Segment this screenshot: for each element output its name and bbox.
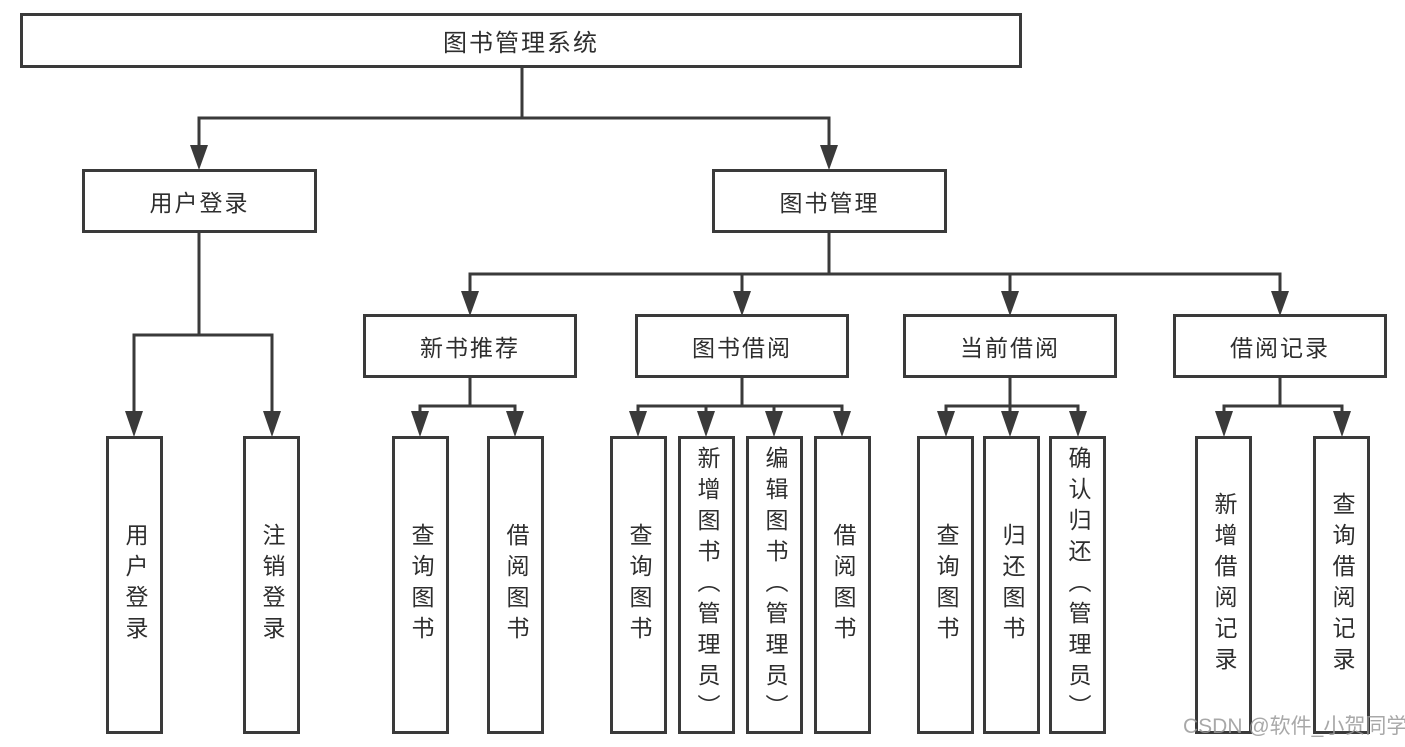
leaf-label: 确认归还（管理员） — [1065, 445, 1091, 725]
arrowheads — [125, 145, 1351, 437]
node-new-book-recommend: 新书推荐 — [363, 314, 577, 378]
leaf-borrow-books-recommend: 借阅图书 — [487, 436, 544, 734]
leaf-user-login: 用户登录 — [106, 436, 163, 734]
leaf-label: 新增借阅记录 — [1211, 492, 1237, 678]
leaf-label: 借阅图书 — [830, 523, 856, 647]
leaf-borrow-books: 借阅图书 — [814, 436, 871, 734]
connector-bookmgmt-to-level3 — [468, 231, 1282, 295]
node-label: 图书管理系统 — [443, 30, 599, 57]
connector-root-to-level2 — [197, 66, 831, 149]
leaf-query-books-borrow: 查询图书 — [610, 436, 667, 734]
connector-userlogin-to-leaves — [132, 231, 274, 415]
leaf-label: 查询图书 — [933, 523, 959, 647]
csdn-watermark: CSDN @软件_小贺同学 — [1183, 715, 1405, 738]
node-book-management: 图书管理 — [712, 169, 947, 233]
leaf-edit-books-admin: 编辑图书（管理员） — [746, 436, 803, 734]
connector-newbook-to-leaves — [418, 376, 517, 415]
leaf-confirm-return-admin: 确认归还（管理员） — [1049, 436, 1106, 734]
leaf-label: 用户登录 — [122, 523, 148, 647]
leaf-add-books-admin: 新增图书（管理员） — [678, 436, 735, 734]
node-label: 借阅记录 — [1230, 335, 1330, 361]
node-book-borrow: 图书借阅 — [635, 314, 849, 378]
leaf-label: 查询借阅记录 — [1329, 492, 1355, 678]
leaf-query-books-recommend: 查询图书 — [392, 436, 449, 734]
leaf-query-borrow-record: 查询借阅记录 — [1313, 436, 1370, 734]
leaf-label: 查询图书 — [626, 523, 652, 647]
leaf-label: 查询图书 — [408, 523, 434, 647]
leaf-label: 注销登录 — [259, 523, 285, 647]
leaf-label: 归还图书 — [999, 523, 1025, 647]
leaf-add-borrow-record: 新增借阅记录 — [1195, 436, 1252, 734]
connector-currentborrow-to-leaves — [944, 376, 1080, 415]
leaf-label: 新增图书（管理员） — [694, 445, 720, 725]
connector-bookborrow-to-leaves — [636, 376, 844, 415]
connector-records-to-leaves — [1222, 376, 1344, 415]
node-user-login: 用户登录 — [82, 169, 317, 233]
node-current-borrow: 当前借阅 — [903, 314, 1117, 378]
leaf-logout: 注销登录 — [243, 436, 300, 734]
node-label: 图书借阅 — [692, 335, 792, 361]
leaf-label: 借阅图书 — [503, 523, 529, 647]
node-label: 新书推荐 — [420, 335, 520, 361]
leaf-query-books-current: 查询图书 — [917, 436, 974, 734]
node-root-library-system: 图书管理系统 — [20, 13, 1022, 68]
leaf-return-books: 归还图书 — [983, 436, 1040, 734]
node-borrow-records: 借阅记录 — [1173, 314, 1387, 378]
leaf-label: 编辑图书（管理员） — [762, 445, 788, 725]
node-label: 当前借阅 — [960, 335, 1060, 361]
node-label: 用户登录 — [149, 190, 250, 216]
node-label: 图书管理 — [779, 190, 880, 216]
